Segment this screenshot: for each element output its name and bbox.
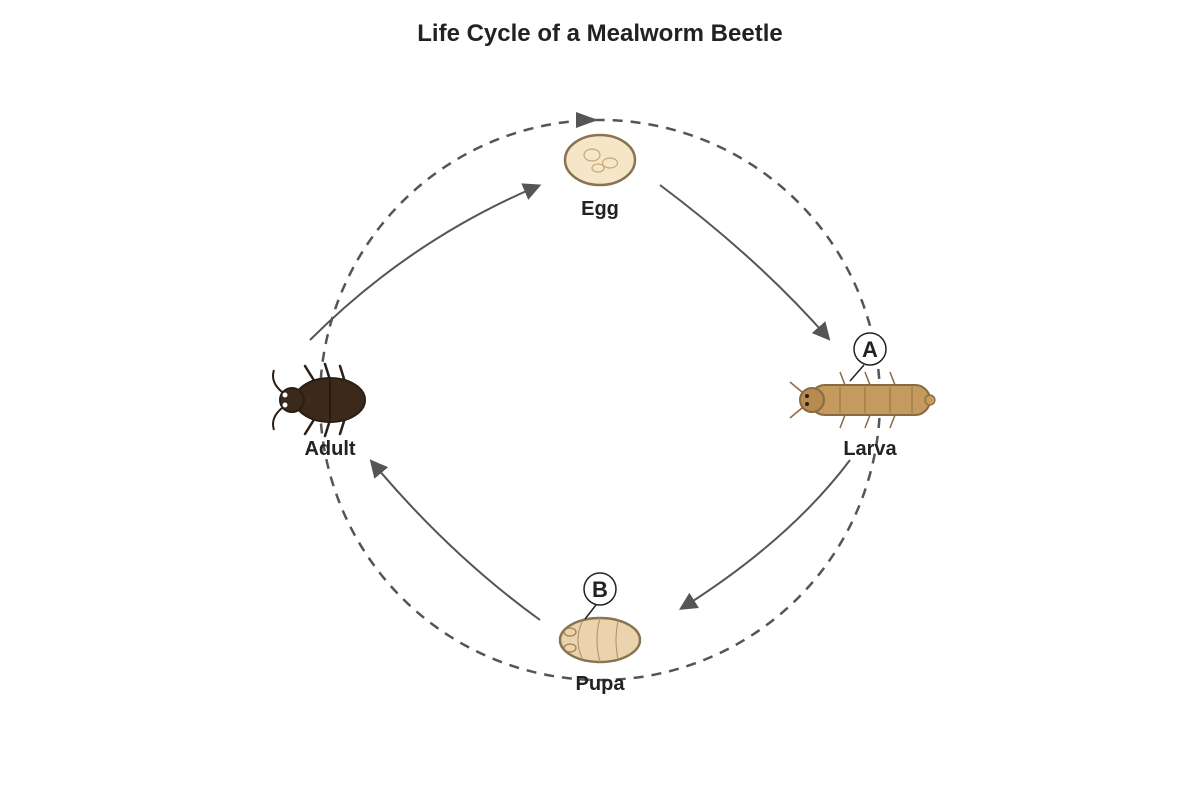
arrow-adult-to-egg (309, 183, 542, 341)
diagram-title: Life Cycle of a Mealworm Beetle (417, 20, 783, 47)
callout-a: A (849, 332, 887, 382)
adult-label: Adult (304, 438, 355, 460)
egg-label: Egg (581, 198, 619, 220)
arrow-egg-to-larva (659, 184, 831, 341)
egg-illustration (563, 133, 637, 187)
arrow-pupa-to-adult (369, 459, 541, 621)
arrow-larva-to-pupa (678, 459, 851, 610)
larva-label: Larva (843, 438, 897, 460)
callout-a-letter: A (862, 337, 878, 362)
callout-b-letter: B (592, 577, 608, 602)
pupa-illustration (558, 616, 642, 664)
callout-b: B (583, 572, 617, 620)
larva-illustration (789, 371, 936, 429)
adult-illustration (272, 362, 366, 438)
pupa-label: Pupa (576, 673, 626, 695)
cycle-direction-arrow (576, 112, 598, 128)
